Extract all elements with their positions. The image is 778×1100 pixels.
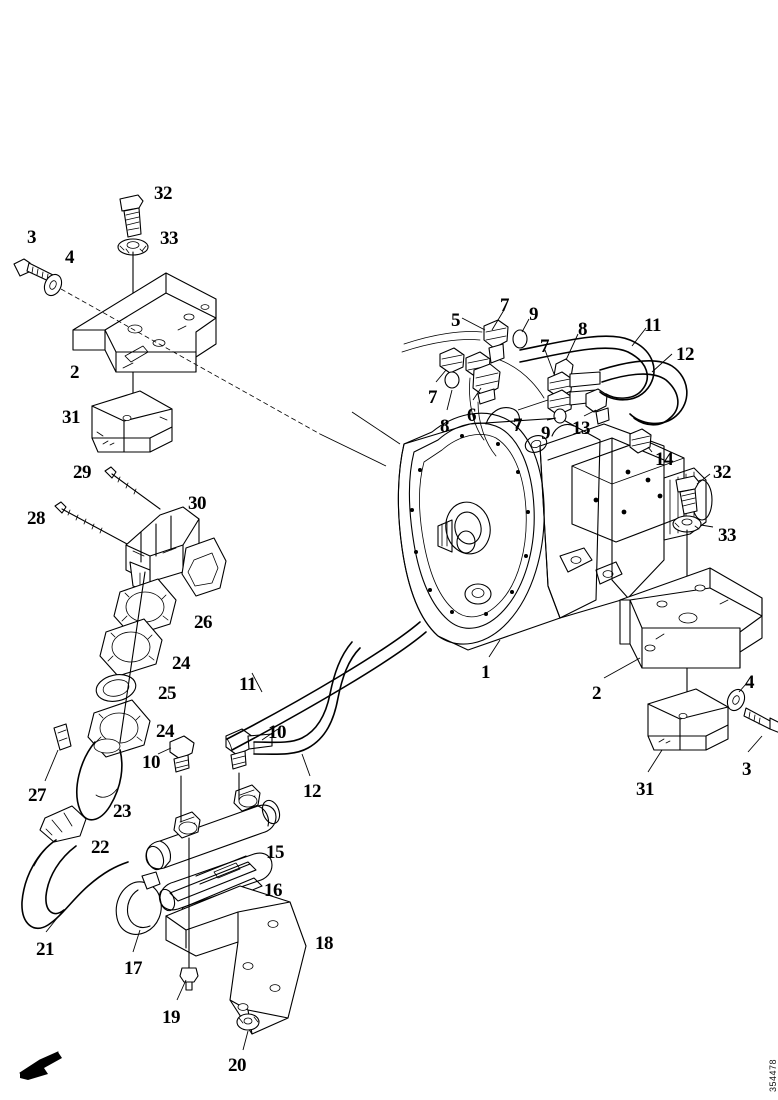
callout-mount-bracket: 2 — [70, 362, 80, 383]
transmission-part-1 — [319, 407, 713, 658]
callout-washer-b: 33 — [718, 525, 737, 546]
callout-isolator-mount: 31 — [62, 407, 81, 428]
fitting-14-part — [629, 428, 652, 454]
callout-nut-20: 20 — [228, 1055, 247, 1076]
shield-18-part — [165, 885, 307, 1035]
plug-8b-part — [444, 371, 460, 389]
callout-seal-9b: 9 — [541, 423, 551, 444]
washer-4-part — [43, 273, 63, 297]
mount-bracket-2-part — [72, 272, 217, 373]
left-fittings-hoses — [157, 621, 427, 823]
callout-hose-12b: 12 — [676, 344, 695, 365]
left-pump-flange-stack — [54, 466, 227, 758]
forward-arrow-icon — [19, 1051, 62, 1080]
callout-cap-screw-b: 32 — [713, 462, 732, 483]
drawing-id-code: 354478 — [768, 1058, 778, 1092]
callout-mount-bracket-b: 2 — [592, 683, 602, 704]
bolt-3b-part — [743, 707, 778, 733]
washer-33-part — [117, 238, 149, 256]
callout-pump-housing: 30 — [188, 493, 207, 514]
callout-plug-8b: 8 — [440, 416, 450, 437]
clamp-27-part — [53, 723, 72, 751]
tee-fitting-5-part — [483, 319, 509, 364]
right-mount-assembly — [603, 473, 778, 773]
callout-flange-24b: 24 — [156, 721, 175, 742]
callout-adapter-7d: 7 — [513, 415, 523, 436]
callout-adapter-7: 7 — [500, 295, 510, 316]
callout-fitting-13: 13 — [572, 418, 591, 439]
connector-6-part — [472, 363, 501, 405]
mount-bracket-2b-part — [619, 567, 763, 669]
callout-seal-9: 9 — [529, 304, 539, 325]
cooler-tube-lower — [158, 852, 273, 912]
callout-washer-lock-b: 4 — [745, 672, 755, 693]
gasket-26-part — [181, 537, 227, 597]
callout-cap-screw: 32 — [154, 183, 173, 204]
cap-screw-32-part — [119, 194, 144, 238]
bolt-19-part — [179, 837, 199, 991]
cap-screw-32b-part — [675, 475, 700, 515]
callout-hose-21: 21 — [36, 939, 55, 960]
isolator-mount-31-part — [91, 390, 173, 453]
callout-hose-11b: 11 — [644, 315, 661, 336]
seal-9b-part — [553, 408, 567, 424]
callout-shield-18: 18 — [315, 933, 334, 954]
callout-hose-12: 12 — [303, 781, 322, 802]
hose-21-part — [21, 839, 129, 930]
left-hose-group — [21, 723, 162, 953]
callout-cooler-15: 15 — [266, 842, 285, 863]
upper-left-mount-assembly — [13, 194, 321, 453]
callout-connector-6: 6 — [467, 405, 477, 426]
callout-bolt: 3 — [27, 227, 37, 248]
elbow-fitting-10-part — [169, 735, 195, 823]
callout-elbow-hose-23: 23 — [113, 801, 132, 822]
seal-9-part — [512, 329, 528, 349]
stud-29-part — [104, 466, 161, 510]
fitting-13-part — [585, 388, 610, 425]
callout-clamp-22: 22 — [91, 837, 110, 858]
callout-gasket-26: 26 — [194, 612, 213, 633]
callout-stud-long: 28 — [27, 508, 46, 529]
seal-ring-25-part — [95, 674, 137, 702]
callout-washer-lock: 4 — [65, 247, 75, 268]
cooler-15-part — [145, 799, 281, 871]
callout-washer: 33 — [160, 228, 179, 249]
nut-20-part — [236, 1013, 260, 1031]
callout-clamp-27: 27 — [28, 785, 47, 806]
flange-24-part — [99, 618, 163, 677]
callout-hose-11: 11 — [239, 674, 256, 695]
callout-flange-24: 24 — [172, 653, 191, 674]
callout-fitting-14: 14 — [655, 449, 674, 470]
callout-stud: 29 — [73, 462, 92, 483]
callout-bolt-19: 19 — [162, 1007, 181, 1028]
callout-seal-ring-25: 25 — [158, 683, 177, 704]
clamp-17-part — [115, 871, 162, 935]
callout-adapter-7c: 7 — [428, 387, 438, 408]
callout-tee-fitting-5: 5 — [451, 310, 461, 331]
callout-bolt-b: 3 — [742, 759, 752, 780]
callout-isolator-mount-b: 31 — [636, 779, 655, 800]
top-fittings-group — [401, 309, 688, 457]
clamp-22-part — [39, 805, 87, 843]
cooler-mount-fittings — [173, 784, 261, 839]
callout-plug-8: 8 — [578, 319, 588, 340]
elbow-hose-23-part — [76, 738, 123, 821]
callout-elbow-fitting-10: 10 — [142, 752, 161, 773]
isolator-mount-31b-part — [647, 688, 729, 751]
callout-transmission: 1 — [481, 662, 491, 683]
callout-bracket-16: 16 — [264, 880, 283, 901]
flange-plate-26b-part — [113, 578, 177, 637]
callout-adapter-7b: 7 — [540, 336, 550, 357]
adapter-7b-part — [547, 371, 601, 398]
callout-clamp-17: 17 — [124, 958, 143, 979]
adapter-7c-part — [439, 347, 465, 374]
callout-elbow-fitting-10b: 10 — [268, 722, 287, 743]
